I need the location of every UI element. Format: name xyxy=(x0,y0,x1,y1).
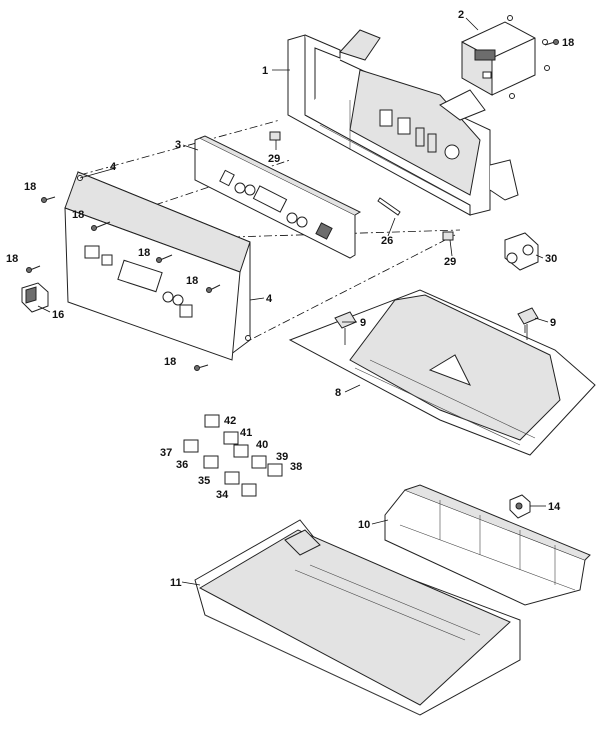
label-part-18-a: 18 xyxy=(24,181,36,193)
label-part-14: 14 xyxy=(548,501,561,513)
connectors-34-42 xyxy=(183,414,283,497)
part-10-terminal-rail xyxy=(384,484,591,606)
part-16-switch xyxy=(21,282,49,313)
label-part-11: 11 xyxy=(170,577,182,589)
screws-18 xyxy=(26,39,559,371)
label-part-9-right: 9 xyxy=(550,317,556,329)
label-part-41: 41 xyxy=(240,427,252,439)
label-part-8: 8 xyxy=(335,387,341,399)
part-9-thumb-screws xyxy=(334,307,539,345)
label-part-4-top: 4 xyxy=(110,161,117,173)
label-part-29-b: 29 xyxy=(444,256,456,268)
part-26-pin xyxy=(377,197,401,216)
label-part-18-b: 18 xyxy=(72,209,84,221)
label-part-18-c: 18 xyxy=(138,247,150,259)
label-part-36: 36 xyxy=(176,459,188,471)
label-part-34: 34 xyxy=(216,489,229,501)
label-part-4-right: 4 xyxy=(266,293,273,305)
label-part-9-left: 9 xyxy=(360,317,366,329)
label-part-42: 42 xyxy=(224,415,236,427)
label-part-10: 10 xyxy=(358,519,370,531)
part-11-base xyxy=(194,519,521,716)
label-part-18-f: 18 xyxy=(164,356,176,368)
part-14-plug xyxy=(509,494,531,519)
part-labels: 1 2 3 4 4 8 9 9 10 11 14 16 18 18 18 18 … xyxy=(6,9,574,589)
label-part-16: 16 xyxy=(52,309,64,321)
part-29-clips xyxy=(269,131,454,241)
part-3-fascia xyxy=(194,135,362,259)
part-1-frame xyxy=(287,29,519,216)
part-4-front-cover xyxy=(64,171,251,361)
label-part-3: 3 xyxy=(175,139,181,151)
part-30-grommet xyxy=(504,232,539,271)
label-part-29-a: 29 xyxy=(268,153,280,165)
part-2-control-box xyxy=(461,15,550,99)
label-part-26: 26 xyxy=(381,235,393,247)
label-part-30: 30 xyxy=(545,253,557,265)
label-part-1: 1 xyxy=(262,65,268,77)
label-part-38: 38 xyxy=(290,461,302,473)
label-part-18-d: 18 xyxy=(186,275,198,287)
label-part-35: 35 xyxy=(198,475,210,487)
label-part-39: 39 xyxy=(276,451,288,463)
label-part-37: 37 xyxy=(160,447,172,459)
label-part-18-g: 18 xyxy=(562,37,574,49)
label-part-40: 40 xyxy=(256,439,268,451)
label-part-2: 2 xyxy=(458,9,464,21)
label-part-18-e: 18 xyxy=(6,253,18,265)
part-8-tray xyxy=(288,289,596,456)
leader-lines xyxy=(37,17,549,586)
